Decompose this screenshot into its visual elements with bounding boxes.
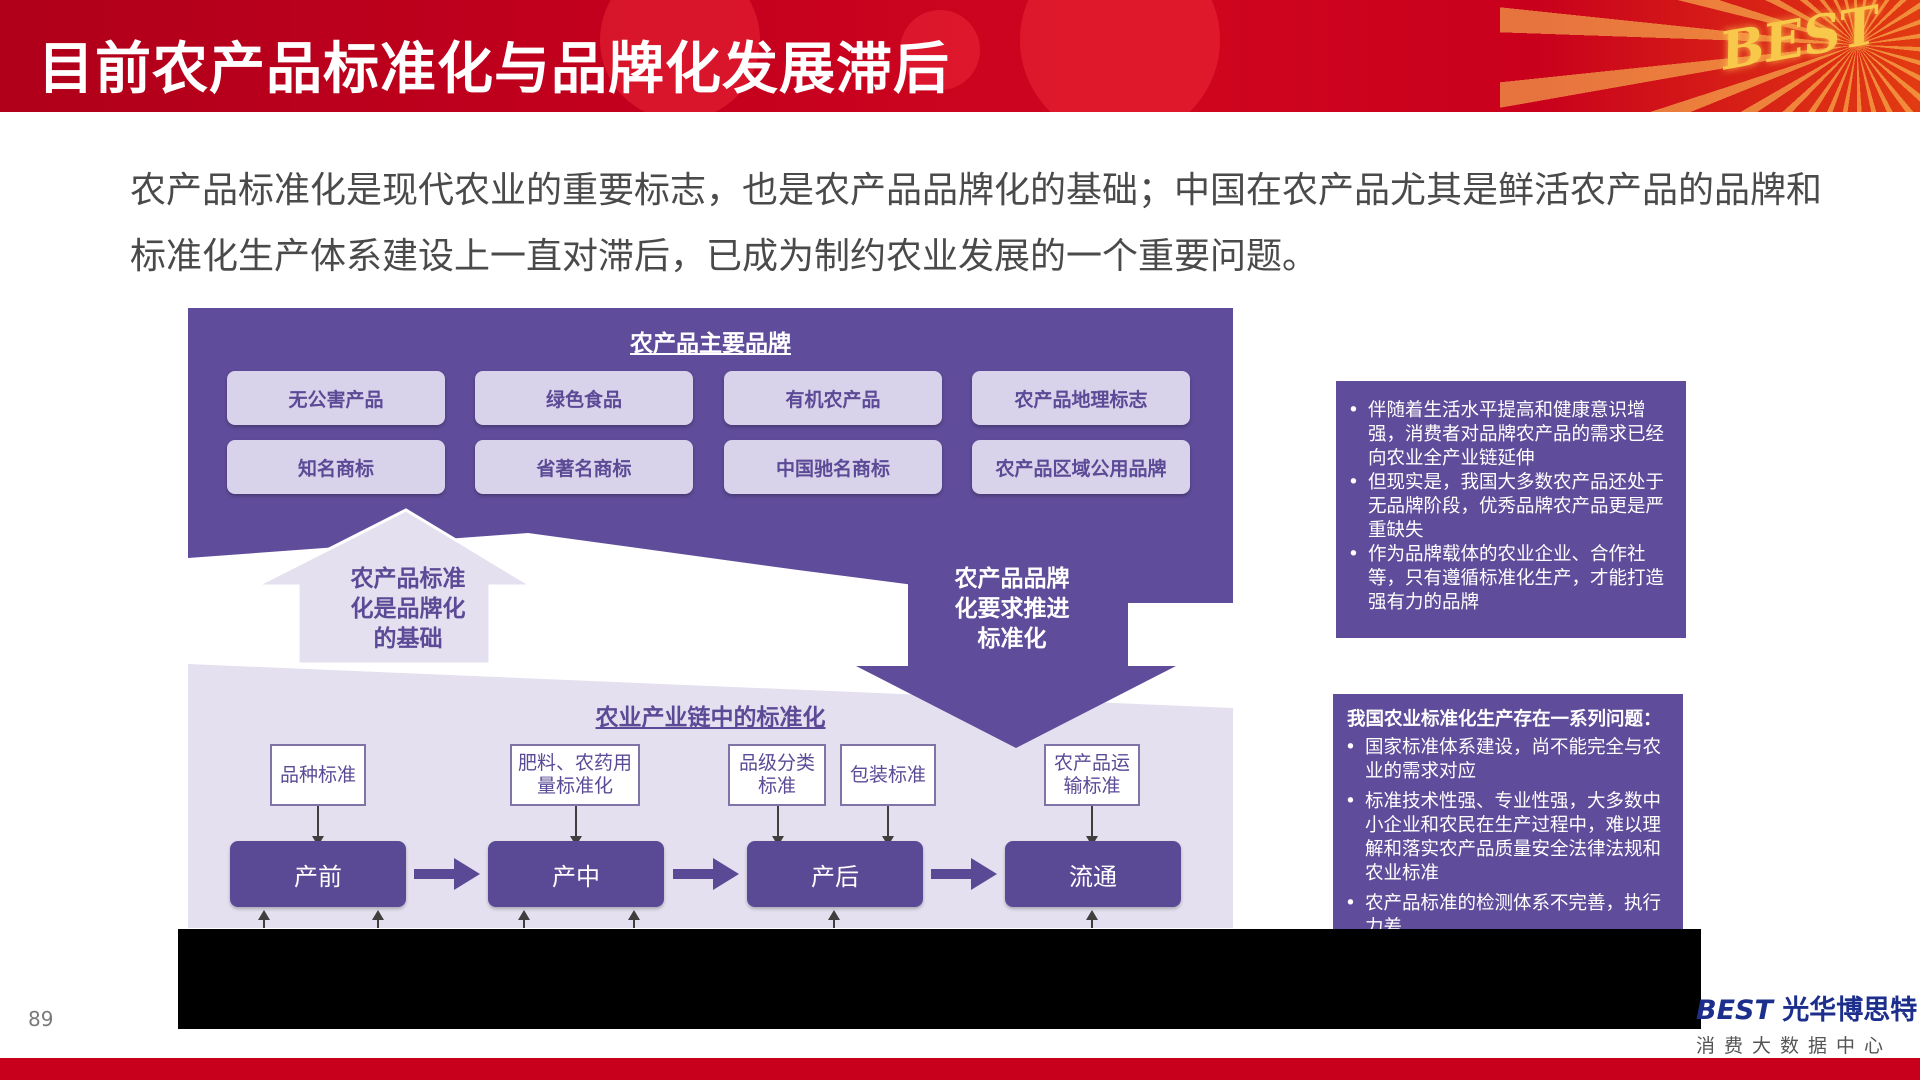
flow-arrows xyxy=(414,858,997,890)
standardization-diagram: 农产品主要品牌 无公害产品 绿色食品 有机农产品 农产品地理标志 知名商标 省著… xyxy=(188,308,1233,928)
header-banner: 目前农产品标准化与品牌化发展滞后 BEST xyxy=(0,0,1920,112)
problem-bullet: 农产品标准的检测体系不完善，执行力差 xyxy=(1333,892,1665,934)
brand-pill: 省著名商标 xyxy=(475,440,693,494)
down-arrow-label: 农产品品牌化要求推进标准化 xyxy=(954,566,1070,652)
up-arrow-label: 农产品标准化是品牌化的基础 xyxy=(350,566,466,652)
brands-panel xyxy=(188,308,1233,603)
page-number: 89 xyxy=(28,1007,54,1031)
standard-box: 肥料、农药用量标准化 xyxy=(510,744,640,806)
footer-bar xyxy=(0,1058,1920,1080)
down-arrow xyxy=(856,548,1176,748)
stage-box: 产中 xyxy=(488,841,664,907)
problem-bullet: 国家标准体系建设，尚不能完全与农业的需求对应 xyxy=(1333,736,1665,784)
standard-box: 品种标准 xyxy=(270,744,366,806)
brand-pill: 中国驰名商标 xyxy=(724,440,942,494)
intro-paragraph: 农产品标准化是现代农业的重要标志，也是农产品品牌化的基础；中国在农产品尤其是鲜活… xyxy=(130,170,1823,277)
info-bullet: 作为品牌载体的农业企业、合作社等，只有遵循标准化生产，才能打造强有力的品牌 xyxy=(1336,543,1668,615)
bokeh-decoration xyxy=(600,0,760,112)
info-bullet: 伴随着生活水平提高和健康意识增强，消费者对品牌农产品的需求已经向农业全产业链延伸 xyxy=(1336,399,1668,471)
footer-brand-name: BEST 光华博思特 xyxy=(1696,988,1917,1027)
stage-box: 产前 xyxy=(230,841,406,907)
bokeh-decoration xyxy=(1020,0,1220,112)
brand-pill: 知名商标 xyxy=(227,440,445,494)
redaction-bar xyxy=(178,929,1701,1029)
page-title: 目前农产品标准化与品牌化发展滞后 xyxy=(38,37,950,102)
info-bullet: 但现实是，我国大多数农产品还处于无品牌阶段，优秀品牌农产品更是严重缺失 xyxy=(1336,471,1668,543)
stage-box: 流通 xyxy=(1005,841,1181,907)
footer-brand-logo: BEST 光华博思特 消费大数据中心 xyxy=(1696,988,1917,1058)
problems-title: 我国农业标准化生产存在一系列问题： xyxy=(1347,709,1662,730)
brands-title: 农产品主要品牌 xyxy=(630,331,791,357)
footer-brand-subtitle: 消费大数据中心 xyxy=(1696,1035,1893,1057)
brand-pill: 农产品地理标志 xyxy=(972,371,1190,425)
brand-pill: 绿色食品 xyxy=(475,371,693,425)
brand-pill: 农产品区域公用品牌 xyxy=(972,440,1190,494)
footer-company-name: 光华博思特 xyxy=(1782,995,1918,1026)
problems-info-box: 我国农业标准化生产存在一系列问题： 国家标准体系建设，尚不能完全与农业的需求对应… xyxy=(1333,694,1683,934)
brand-info-box: 伴随着生活水平提高和健康意识增强，消费者对品牌农产品的需求已经向农业全产业链延伸… xyxy=(1336,381,1686,638)
up-arrow xyxy=(255,508,538,666)
standard-box: 包装标准 xyxy=(840,744,936,806)
brand-pill: 有机农产品 xyxy=(724,371,942,425)
standard-box: 品级分类标准 xyxy=(728,744,826,806)
problem-bullet: 标准技术性强、专业性强，大多数中小企业和农民在生产过程中，难以理解和落实农产品质… xyxy=(1333,790,1665,886)
diagram-shapes xyxy=(188,308,1233,928)
footer-best-mark: BEST xyxy=(1696,995,1773,1026)
stage-box: 产后 xyxy=(747,841,923,907)
bokeh-decoration xyxy=(900,10,980,90)
brand-pill: 无公害产品 xyxy=(227,371,445,425)
standard-box: 农产品运输标准 xyxy=(1044,744,1140,806)
sunburst-decoration xyxy=(1500,0,1920,112)
chain-title: 农业产业链中的标准化 xyxy=(595,705,826,731)
